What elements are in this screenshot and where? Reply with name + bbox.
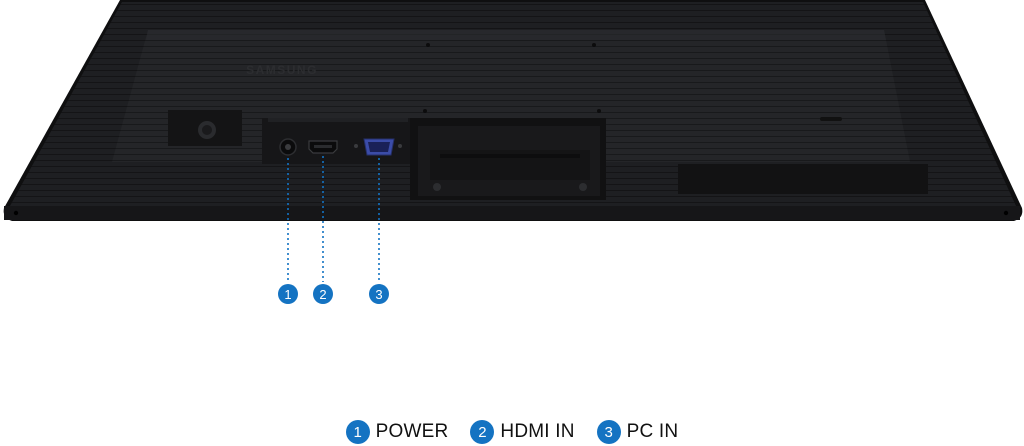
hdmi-port-icon[interactable] xyxy=(308,140,338,154)
svg-text:1: 1 xyxy=(284,287,291,302)
vga-port-icon[interactable] xyxy=(354,138,402,156)
svg-text:2: 2 xyxy=(319,287,326,302)
legend-badge-2: 2 xyxy=(470,420,495,444)
svg-text:3: 3 xyxy=(375,287,382,302)
legend-item-power: 1 POWER xyxy=(345,420,449,444)
samsung-logo: SAMSUNG xyxy=(246,63,318,77)
callout-badge-3: 3 xyxy=(369,284,389,304)
callout-badge-1: 1 xyxy=(278,284,298,304)
dc-power-jack-icon[interactable] xyxy=(279,138,297,156)
legend-badge-3: 3 xyxy=(596,420,621,444)
vent-grille xyxy=(678,164,928,194)
callout-badge-2: 2 xyxy=(313,284,333,304)
stand-mount-recess xyxy=(410,118,606,200)
callout-leaders xyxy=(287,156,380,282)
legend-badge-1: 1 xyxy=(345,420,370,444)
port-legend: 1 POWER 2 HDMI IN 3 PC IN xyxy=(0,418,1024,446)
legend-label-pc-in: PC IN xyxy=(626,421,679,442)
legend-label-hdmi-in: HDMI IN xyxy=(500,421,575,442)
legend-label-power: POWER xyxy=(375,421,449,442)
legend-item-pc: 3 PC IN xyxy=(596,420,679,444)
legend-item-hdmi: 2 HDMI IN xyxy=(470,420,574,444)
joystick-button[interactable] xyxy=(168,110,242,146)
